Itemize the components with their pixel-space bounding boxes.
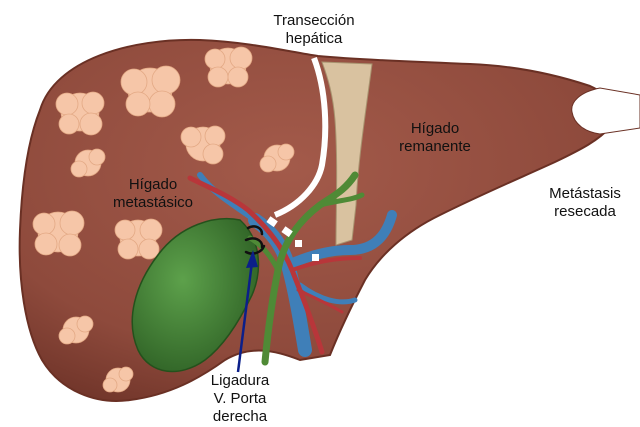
liver-body [20,40,615,401]
resected-tip [572,88,640,134]
label-remnant-line1: Hígado [380,120,490,138]
label-ligation-line2: V. Porta [190,390,290,408]
label-transection-line1: Transección [256,12,372,30]
label-ligation-line3: derecha [190,408,290,426]
label-metastatic-line1: Hígado [98,176,208,194]
label-ligation: Ligadura V. Porta derecha [190,372,290,426]
label-metastatic-line2: metastásico [98,194,208,212]
label-ligation-line1: Ligadura [190,372,290,390]
label-metastatic-liver: Hígado metastásico [98,176,208,212]
label-remnant-liver: Hígado remanente [380,120,490,156]
label-resected-metastasis: Metástasis resecada [535,185,635,221]
label-resected-line2: resecada [535,203,635,221]
label-remnant-line2: remanente [380,138,490,156]
label-resected-line1: Metástasis [535,185,635,203]
label-transection-line2: hepática [256,30,372,48]
label-transection: Transección hepática [256,12,372,48]
